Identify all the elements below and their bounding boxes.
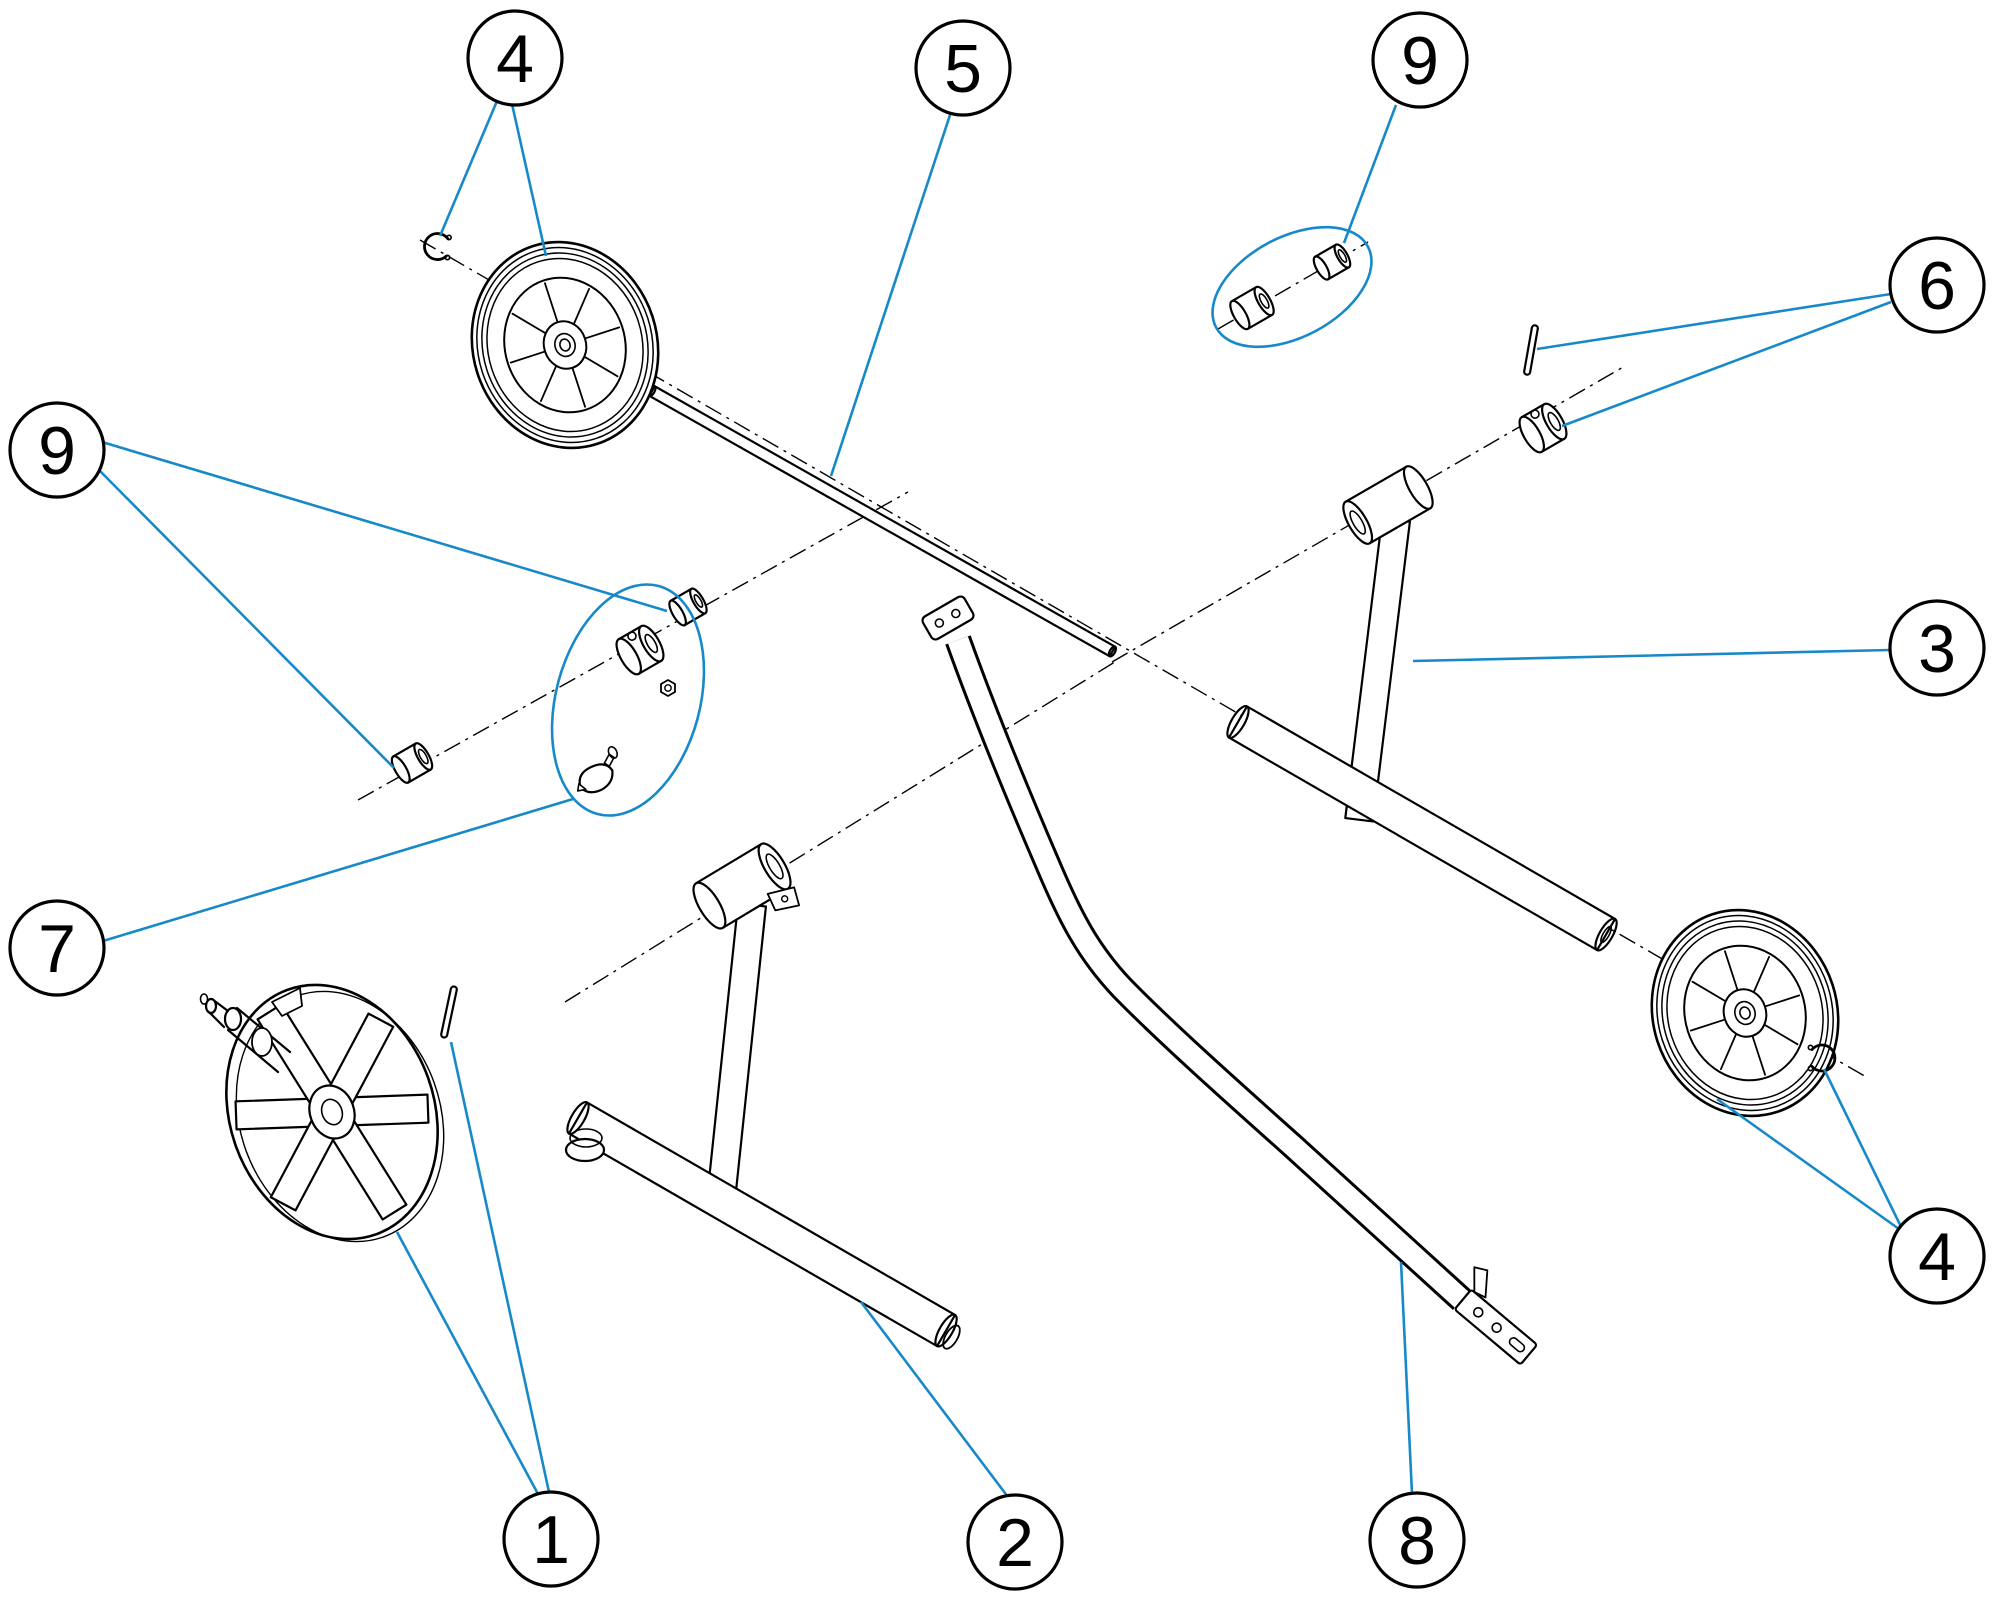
- handle: [921, 595, 1538, 1365]
- callout-circle: [1888, 1207, 1986, 1305]
- callout-4-top: 4: [466, 9, 564, 107]
- reel-hub: [308, 1084, 356, 1140]
- small-nut: [660, 679, 676, 697]
- bushing-left-a: [390, 742, 434, 784]
- reel-pawl: [271, 987, 303, 1017]
- axle-rod: [647, 384, 1118, 658]
- leader-4top-ring: [438, 100, 499, 237]
- reel-hub-hole: [320, 1098, 344, 1126]
- callout-circle: [502, 1490, 600, 1588]
- collar-screw-hole: [627, 631, 637, 641]
- retaining-ring-right: [1807, 1043, 1837, 1073]
- callout-number: 3: [1918, 611, 1956, 687]
- callout-circle: [1888, 236, 1986, 334]
- leader-5-axle: [829, 111, 953, 477]
- leader-3-leg: [1412, 648, 1891, 663]
- left-collar: [615, 624, 665, 676]
- handle-top-plate: [921, 595, 975, 641]
- leader-4top-wheel: [510, 103, 548, 257]
- callout-circle: [1888, 599, 1986, 697]
- callout-number: 6: [1918, 248, 1956, 324]
- callout-circle: [1371, 11, 1469, 109]
- leader-7-knob: [102, 797, 574, 943]
- callout-5: 5: [914, 19, 1012, 117]
- handle-tube-outline: [945, 635, 1472, 1310]
- clamp-knob: [576, 746, 619, 794]
- leader-1-disc: [395, 1231, 540, 1495]
- callout-number: 4: [1918, 1219, 1956, 1295]
- right-leg-sleeve: [1342, 465, 1434, 545]
- handle-end-bracket: [1454, 1266, 1538, 1365]
- callout-circle: [8, 899, 106, 997]
- group-ellipse-collar-knob: [550, 583, 706, 817]
- callout-number: 7: [38, 911, 76, 987]
- callout-circle: [1368, 1491, 1466, 1589]
- bushing-top-b: [1312, 243, 1352, 281]
- retaining-ring-left: [423, 232, 452, 261]
- callout-1: 1: [502, 1490, 600, 1588]
- axle-end-cap: [1107, 645, 1118, 658]
- callout-balloons: 4 5 9 6 3 9 7 1: [8, 9, 1986, 1591]
- callout-9-top: 9: [1371, 11, 1469, 109]
- left-leg-foot-tube: [566, 1100, 961, 1350]
- left-leg-foot-pad: [564, 1128, 606, 1163]
- callout-circle: [914, 19, 1012, 117]
- bracket-hook: [1473, 1266, 1489, 1299]
- sleeve-clip-hole: [781, 895, 789, 903]
- collar-screw-hole: [1530, 409, 1540, 419]
- leader-8-handle: [1399, 1261, 1414, 1495]
- grouping-ellipses: [550, 225, 1373, 817]
- lock-pin-right: [1523, 324, 1539, 376]
- callout-6: 6: [1888, 236, 1986, 334]
- callout-4-bottom: 4: [1888, 1207, 1986, 1305]
- callout-circle: [966, 1493, 1064, 1591]
- leader-9top-bushings: [1342, 104, 1398, 244]
- handle-tube-fill: [948, 636, 1470, 1308]
- leader-2-tube: [859, 1301, 1010, 1498]
- reel-shaft: [199, 993, 292, 1074]
- leader-9left-bushing-a: [98, 469, 395, 769]
- right-collar: [1518, 402, 1568, 454]
- leader-1-pin: [449, 1041, 551, 1493]
- left-fittings-centerline: [357, 491, 909, 801]
- callout-number: 5: [944, 31, 982, 107]
- leader-lines: [98, 100, 1908, 1498]
- callout-number: 9: [38, 413, 76, 489]
- wheel-rear-right: [1624, 884, 1866, 1142]
- axle-centerline: [419, 239, 1869, 1079]
- callout-7: 7: [8, 899, 106, 997]
- left-leg: [564, 842, 961, 1350]
- axle-body: [648, 385, 1117, 658]
- leader-9left-bushing-b: [101, 440, 668, 613]
- right-leg: [1226, 465, 1618, 952]
- left-leg-upright-tube: [705, 902, 768, 1208]
- callout-8: 8: [1368, 1491, 1466, 1589]
- right-leg-foot-tube: [1226, 704, 1618, 952]
- callout-number: 2: [996, 1505, 1034, 1581]
- left-leg-centerline: [564, 659, 1119, 1003]
- callout-number: 9: [1401, 23, 1439, 99]
- sleeve-clip-tab: [766, 886, 801, 912]
- wheel-front-left: [444, 216, 686, 474]
- group-ellipse-top-bushings: [1211, 225, 1373, 349]
- callout-circle: [466, 9, 564, 107]
- leader-6-pin: [1536, 292, 1892, 351]
- lock-pin-left: [440, 985, 458, 1039]
- left-leg-sleeve: [692, 842, 801, 930]
- callout-9-left: 9: [8, 401, 106, 499]
- callout-3: 3: [1888, 599, 1986, 697]
- leader-6-collar: [1561, 300, 1892, 428]
- callout-circle: [8, 401, 106, 499]
- leader-4bottom-wheel: [1716, 1097, 1900, 1231]
- bushing-top-a: [1229, 285, 1275, 331]
- leader-4bottom-ring: [1822, 1068, 1908, 1238]
- callout-number: 8: [1398, 1503, 1436, 1579]
- callout-number: 4: [496, 21, 534, 97]
- callout-2: 2: [966, 1493, 1064, 1591]
- callout-number: 1: [532, 1502, 570, 1578]
- parts-artwork: [199, 216, 1866, 1365]
- reel-disc: [225, 983, 445, 1243]
